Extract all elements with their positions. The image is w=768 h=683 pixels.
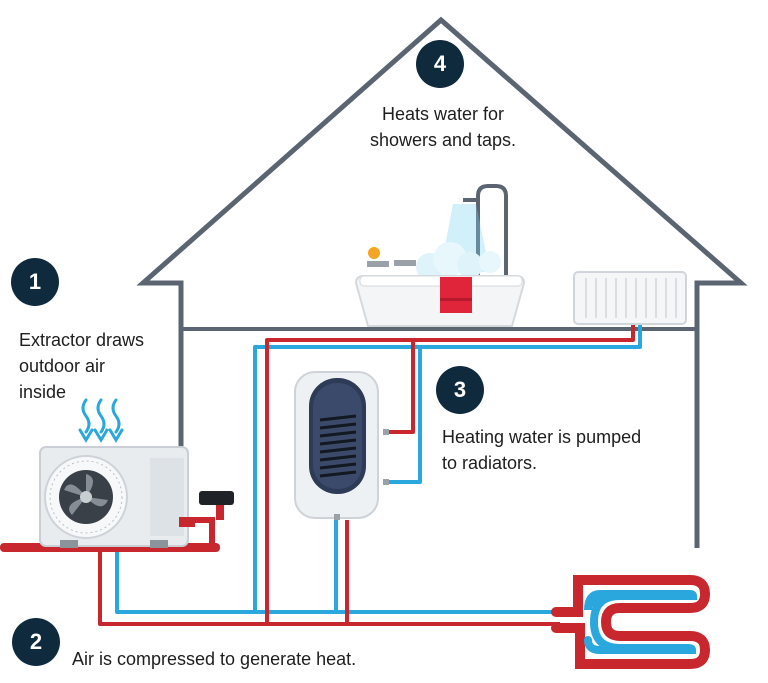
hot-water-cylinder	[294, 371, 389, 520]
house-outline	[136, 16, 748, 548]
step-3-badge: 3	[436, 366, 484, 414]
pipe-network	[98, 322, 642, 626]
step-1-line-3: inside	[19, 382, 67, 402]
step-3-caption: Heating water is pumped to radiators.	[442, 424, 641, 476]
step-2-line-1: Air is compressed to generate heat.	[72, 649, 357, 669]
step-4-caption: Heats water for showers and taps.	[340, 101, 546, 153]
step-4-line-2: showers and taps.	[369, 130, 517, 150]
step-1-line-1: Extractor draws	[19, 330, 145, 350]
step-2-badge: 2	[12, 618, 60, 666]
step-1-caption: Extractor draws outdoor air inside	[19, 327, 144, 405]
underfloor-heating-coil	[551, 575, 711, 669]
radiator	[573, 271, 687, 325]
step-4-badge: 4	[416, 40, 464, 88]
step-3-line-2: to radiators.	[442, 453, 538, 473]
air-flow-icon	[78, 398, 124, 443]
step-4-line-1: Heats water for	[381, 104, 505, 124]
step-1-line-2: outdoor air	[19, 356, 106, 376]
outdoor-extractor-unit	[39, 446, 195, 548]
step-2-caption: Air is compressed to generate heat.	[72, 646, 356, 672]
compressor-box	[199, 491, 234, 505]
step-3-line-1: Heating water is pumped	[442, 427, 642, 447]
step-1-badge: 1	[11, 258, 59, 306]
bathtub	[354, 184, 526, 327]
